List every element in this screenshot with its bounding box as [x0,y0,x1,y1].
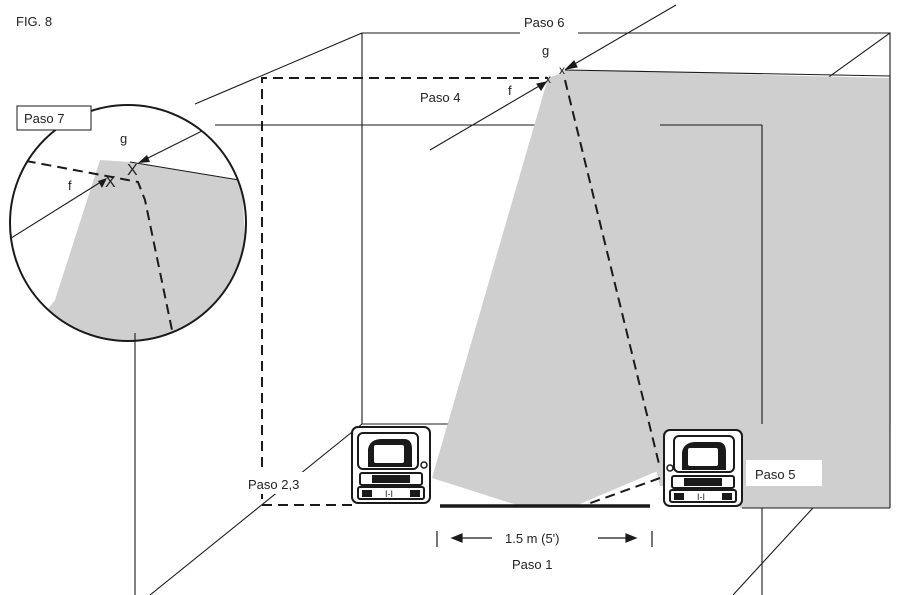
arrow-lines-main [429,4,677,151]
arrow-head-f [536,81,548,92]
distance-marker [436,531,653,547]
magnifier-dashed-laser [10,157,173,331]
distance-arrow-left-head [450,533,463,543]
labels: FIG. 8 Paso 6 g x x Paso 4 f Paso 7 g X … [16,14,822,572]
magnifier-arrow-f-head [98,178,107,188]
label-x-magnifier-g: X [127,162,138,179]
label-paso1: Paso 1 [512,557,552,572]
laser-dashed-lines [261,77,661,506]
label-paso6: Paso 6 [524,15,564,30]
label-paso7: Paso 7 [24,111,64,126]
laser-line-lower-right [584,477,661,506]
label-f-magnifier: f [68,178,72,193]
label-x-main-g: x [559,63,565,77]
label-x-magnifier-f: X [105,174,116,191]
label-x-main-f: x [545,72,551,86]
label-g-magnifier: g [120,131,127,146]
magnifier-arrow-g-head [138,155,150,163]
label-g-main: g [542,43,549,58]
right-wall-top-edge [564,69,891,77]
diag-top-left [194,32,363,105]
paso23-label-box [244,472,320,494]
arrow-head-g [564,60,578,70]
laser-device-left: I-I [351,426,431,504]
laser-plane-fan [432,73,660,506]
paso5-label-box [746,460,822,486]
magnifier-circle-outline [9,104,247,342]
label-f-main: f [508,83,512,98]
svg-text:I-I: I-I [697,492,705,502]
magnifier-laser-plane [20,160,246,341]
magnifier-top-edge [129,161,246,182]
distance-arrow-right-head [625,533,638,543]
paso7-label-box [16,105,92,131]
label-paso5: Paso 5 [755,467,795,482]
laser-planes [432,69,891,509]
magnifier-arrow-f-line [10,179,105,241]
laser-line-left-path [261,77,548,506]
figure-label: FIG. 8 [16,14,52,29]
svg-text:I-I: I-I [385,489,393,499]
label-paso23: Paso 2,3 [248,477,299,492]
laser-device-right: I-I [663,429,743,507]
label-distance: 1.5 m (5') [505,531,560,546]
diag-bottom-left [149,423,363,595]
arrow-line-g [565,4,677,70]
laser-line-right-path [564,79,661,469]
arrow-line-f [429,81,547,151]
magnifier-detail [9,104,247,595]
label-paso4: Paso 4 [420,90,460,105]
